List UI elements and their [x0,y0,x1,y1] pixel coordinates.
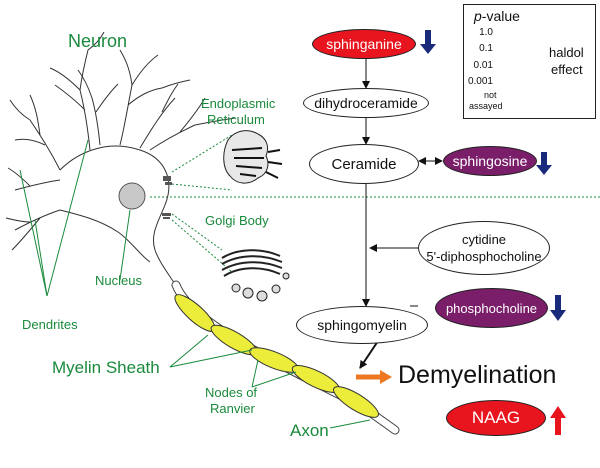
nodes-label-line1: Nodes of [205,385,258,400]
er-large-icon [223,130,283,184]
sphingomyelin-node: sphingomyelin [296,306,428,344]
legend-effect-line1: haldol [549,45,584,60]
legend-title: p-value [474,8,520,24]
dendrites-label: Dendrites [22,317,78,332]
naag-node: NAAG [446,400,546,436]
neuron-illustration [5,31,236,301]
phosphocholine-down-arrow-icon [550,295,566,321]
myelin-sheath-label: Myelin Sheath [52,358,160,377]
nodes-label-line2: Ranvier [210,401,255,416]
legend-tick-1: 1.0 [479,27,493,38]
nucleus-circle [118,182,146,210]
phosphocholine-node: phosphocholine [435,288,548,328]
legend-title-rest: -value [481,8,520,24]
axon-label: Axon [290,421,329,440]
legend-tick-2: 0.1 [479,43,493,54]
myelin-segments [174,294,379,418]
sphinganine-node: sphinganine [312,29,416,59]
dihydroceramide-node: dihydroceramide [303,88,429,118]
effect-arrows [420,30,566,435]
label-pointers [19,139,371,429]
naag-up-arrow-icon [550,406,566,435]
zoom-lines [171,134,233,273]
golgi-label: Golgi Body [205,213,269,228]
ceramide-node: Ceramide [309,144,419,184]
nucleus-label: Nucleus [95,273,142,288]
legend-not-line2: assayed [469,101,503,111]
sphingosine-node: sphingosine [443,146,537,176]
cdp-choline-line1: cytidine [461,232,507,247]
neuron-label: Neuron [68,31,128,51]
legend-not-line1: not [484,90,497,100]
sphingosine-down-arrow-icon [536,152,552,175]
legend-effect-line2: effect [551,62,583,77]
cdp-choline-node: cytidine 5'-diphosphocholine [418,221,550,275]
legend-tick-3: 0.01 [473,60,493,71]
er-small-icon [163,176,172,185]
demyelination-label: Demyelination [398,361,557,389]
er-label-line2: Reticulum [207,112,265,127]
er-label-line1: Endoplasmic [201,96,276,111]
golgi-large-icon [221,249,290,302]
golgi-small-icon [162,213,171,219]
legend-box: p-value 1.0 0.1 0.01 0.001 not assayed h… [463,4,596,119]
cdp-choline-line2: 5'-diphosphocholine [426,249,542,264]
legend-tick-4: 0.001 [467,76,493,87]
legend-title-p: p [474,8,482,24]
sphinganine-down-arrow-icon [420,30,436,54]
demyelination-arrow [356,370,392,384]
